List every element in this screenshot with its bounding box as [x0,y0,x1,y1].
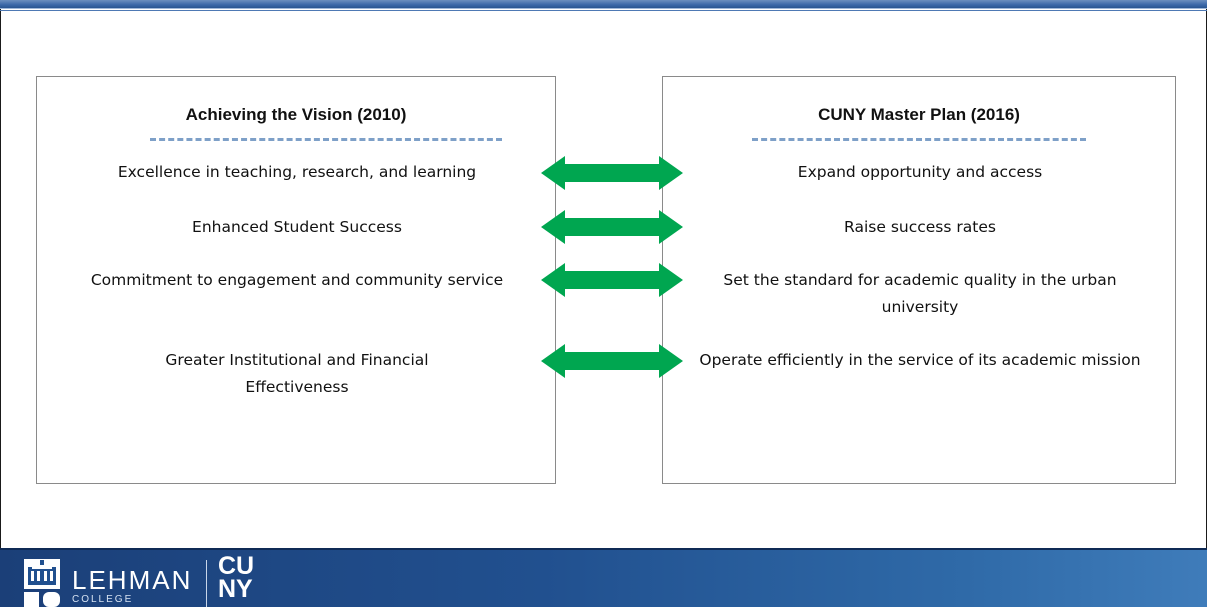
left-item-3: Commitment to engagement and community s… [90,271,504,289]
lehman-logo-subtext: COLLEGE [72,594,134,605]
left-item-4: Greater Institutional and Financial Effe… [165,351,429,396]
double-arrow-icon [541,210,683,244]
double-arrow-icon [541,344,683,378]
footer-bar [0,548,1207,607]
achieving-the-vision-box: Achieving the Vision (2010) Excellence i… [36,76,556,484]
double-arrow-icon [541,263,683,297]
cuny-logo: CU NY [218,552,255,603]
lehman-50-logo-icon [24,559,60,607]
left-item-2: Enhanced Student Success [192,218,402,236]
header-rule [0,10,1207,11]
left-title-dashed-rule [150,138,502,141]
lehman-logo-text: LEHMAN [72,565,193,595]
left-item-1: Excellence in teaching, research, and le… [117,163,477,181]
cuny-master-plan-box: CUNY Master Plan (2016) Expand opportuni… [662,76,1176,484]
right-item-2: Raise success rates [844,218,996,236]
left-box-title: Achieving the Vision (2010) [185,105,407,124]
double-arrow-icon [541,156,683,190]
right-box-title: CUNY Master Plan (2016) [818,105,1020,124]
cuny-logo-top: CU [218,552,255,580]
right-title-dashed-rule [752,138,1086,141]
right-item-4: Operate efficiently in the service of it… [699,351,1141,369]
right-item-3: Set the standard for academic quality in… [723,271,1117,316]
header-bar [0,0,1207,9]
cuny-logo-bottom: NY [218,575,253,603]
right-item-1: Expand opportunity and access [797,163,1043,181]
logo-divider [206,560,207,607]
